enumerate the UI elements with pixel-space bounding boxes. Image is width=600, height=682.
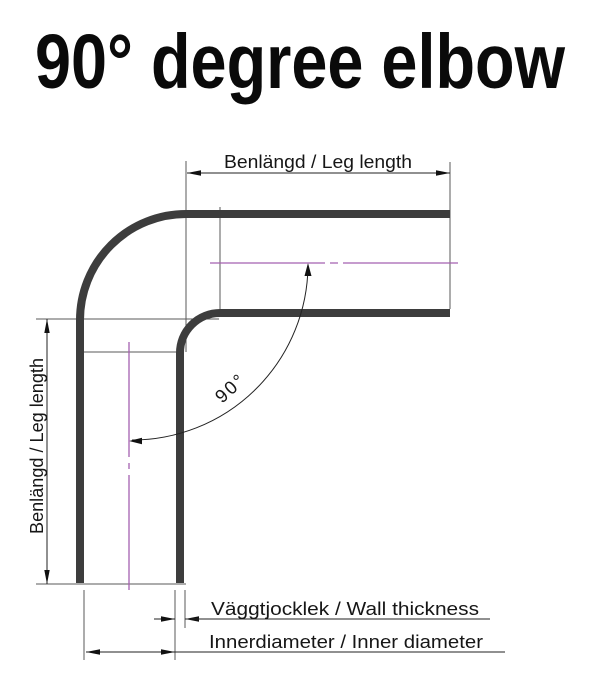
inner-diameter-label: Innerdiameter / Inner diameter xyxy=(209,631,483,652)
page-title: 90° degree elbow xyxy=(35,19,566,105)
left-dimension-arrow-bottom xyxy=(44,570,50,584)
left-leg-length-label: Benlängd / Leg length xyxy=(26,358,47,534)
top-leg-dimension: Benlängd / Leg length xyxy=(187,151,450,176)
top-leg-length-label: Benlängd / Leg length xyxy=(224,151,412,172)
left-dimension-arrow-top xyxy=(44,319,50,333)
angle-label: 90° xyxy=(211,369,250,407)
wall-thickness-label: Väggtjocklek / Wall thickness xyxy=(211,598,479,619)
centerlines xyxy=(128,262,461,592)
pipe-inner-wall xyxy=(176,309,450,583)
angle-arrow-top xyxy=(304,263,312,276)
angle-arrow-bottom xyxy=(129,437,142,445)
inner-diameter-dimension: Innerdiameter / Inner diameter xyxy=(86,631,505,655)
angle-arc xyxy=(131,265,309,441)
construction-lines xyxy=(36,161,451,660)
wall-thickness-dimension: Väggtjocklek / Wall thickness xyxy=(154,598,490,622)
top-dimension-arrow-left xyxy=(187,170,201,176)
left-leg-dimension: Benlängd / Leg length xyxy=(26,319,50,584)
wall-dimension-arrow-left xyxy=(161,616,175,622)
pipe-outer-wall xyxy=(76,210,450,583)
inner-diameter-arrow-right xyxy=(161,649,175,655)
elbow-pipe xyxy=(76,210,450,583)
inner-diameter-arrow-left xyxy=(86,649,100,655)
top-dimension-arrow-right xyxy=(436,170,450,176)
